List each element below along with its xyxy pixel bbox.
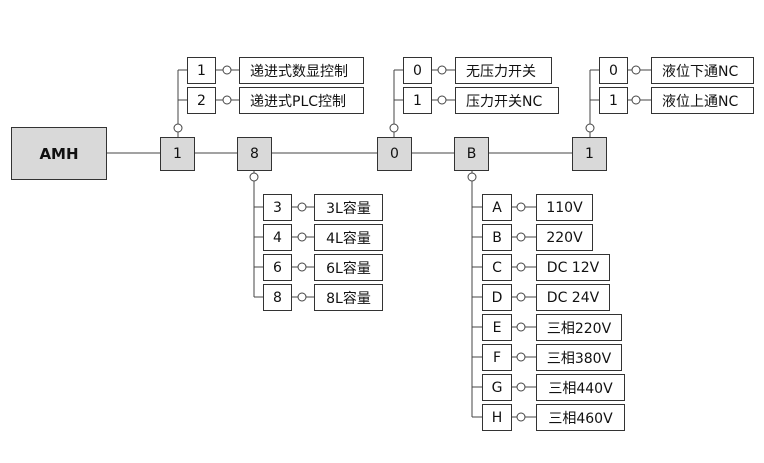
branch-node	[249, 172, 259, 182]
option-code: 1	[187, 57, 216, 84]
connector-node	[516, 352, 526, 362]
connector-node	[516, 232, 526, 242]
option-code: E	[482, 314, 512, 341]
option-desc: 递进式数显控制	[239, 57, 364, 84]
option-desc: DC 24V	[536, 284, 610, 311]
option-code: F	[482, 344, 512, 371]
segment-box-control: 1	[160, 137, 195, 171]
option-desc: 递进式PLC控制	[239, 87, 364, 114]
option-code: 1	[403, 87, 432, 114]
option-code: B	[482, 224, 512, 251]
segment-box-capacity: 8	[237, 137, 272, 171]
option-desc: 三相220V	[536, 314, 622, 341]
option-desc: 3L容量	[314, 194, 383, 221]
root-box: AMH	[11, 127, 107, 180]
connector-node	[297, 202, 307, 212]
branch-node	[585, 123, 595, 133]
connector-node	[437, 95, 447, 105]
option-desc: 6L容量	[314, 254, 383, 281]
connector-node	[516, 262, 526, 272]
segment-code: 1	[585, 146, 594, 162]
connector-node	[437, 65, 447, 75]
option-code: 4	[263, 224, 292, 251]
option-code: 0	[403, 57, 432, 84]
branch-node	[467, 172, 477, 182]
connector-node	[222, 65, 232, 75]
connector-node	[297, 292, 307, 302]
option-code: 3	[263, 194, 292, 221]
connector-node	[516, 322, 526, 332]
segment-box-voltage: B	[454, 137, 489, 171]
option-desc: 220V	[536, 224, 593, 251]
option-code: A	[482, 194, 512, 221]
option-desc: 液位上通NC	[651, 87, 754, 114]
option-desc: 110V	[536, 194, 593, 221]
option-desc: DC 12V	[536, 254, 610, 281]
option-code: H	[482, 404, 512, 431]
connector-node	[631, 95, 641, 105]
branch-node	[389, 123, 399, 133]
segment-code: 0	[390, 146, 399, 162]
option-code: 2	[187, 87, 216, 114]
option-desc: 液位下通NC	[651, 57, 754, 84]
connector-node	[631, 65, 641, 75]
segment-code: B	[466, 146, 477, 162]
option-code: 8	[263, 284, 292, 311]
option-code: 0	[599, 57, 628, 84]
option-code: 1	[599, 87, 628, 114]
option-code: 6	[263, 254, 292, 281]
segment-code: 1	[173, 146, 182, 162]
connector-node	[222, 95, 232, 105]
root-label: AMH	[39, 144, 79, 163]
option-desc: 8L容量	[314, 284, 383, 311]
segment-box-level: 1	[572, 137, 607, 171]
option-desc: 三相460V	[536, 404, 625, 431]
connector-node	[516, 292, 526, 302]
connector-node	[297, 262, 307, 272]
option-desc: 压力开关NC	[455, 87, 559, 114]
option-code: D	[482, 284, 512, 311]
option-desc: 无压力开关	[455, 57, 552, 84]
connector-node	[516, 382, 526, 392]
connector-node	[297, 232, 307, 242]
option-desc: 三相380V	[536, 344, 622, 371]
option-code: C	[482, 254, 512, 281]
option-code: G	[482, 374, 512, 401]
option-desc: 三相440V	[536, 374, 625, 401]
segment-box-pressure: 0	[377, 137, 412, 171]
connector-node	[516, 202, 526, 212]
connector-node	[516, 412, 526, 422]
option-desc: 4L容量	[314, 224, 383, 251]
segment-code: 8	[250, 146, 259, 162]
branch-node	[173, 123, 183, 133]
